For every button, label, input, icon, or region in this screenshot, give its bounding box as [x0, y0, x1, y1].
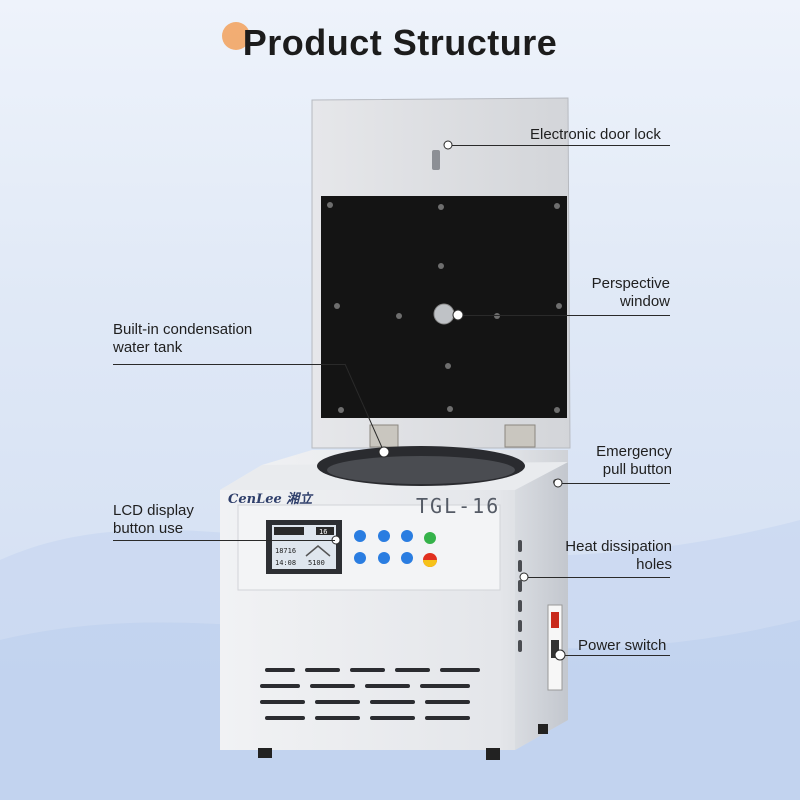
- label-emergency-line2: pull button: [602, 461, 672, 478]
- leader-window: [456, 315, 670, 316]
- label-heat-line1: Heat dissipation: [565, 538, 672, 555]
- lid: [311, 97, 571, 449]
- label-heat: Heat dissipation holes: [540, 538, 672, 574]
- lcd-speed: 16: [319, 528, 328, 536]
- leader-lcd: [113, 540, 335, 541]
- leader-door-lock: [448, 145, 670, 146]
- lcd-time: 14:08: [275, 559, 297, 567]
- label-lcd: LCD display button use: [113, 502, 194, 538]
- label-power: Power switch: [578, 637, 667, 654]
- label-lcd-line1: LCD display: [113, 502, 194, 519]
- label-emergency-line1: Emergency: [596, 443, 672, 460]
- label-heat-line2: holes: [636, 556, 672, 573]
- page-title: Product Structure: [242, 22, 558, 63]
- leader-heat: [524, 577, 670, 578]
- model-label: TGL-16: [416, 494, 501, 518]
- title-accent-dot: [222, 22, 250, 50]
- label-tank: Built-in condensation water tank: [113, 321, 252, 357]
- lcd-temp: 18716: [275, 547, 297, 555]
- body: [220, 446, 568, 760]
- leader-power: [560, 655, 670, 656]
- brand-logo: CenLee 湘立: [228, 492, 313, 507]
- label-door-lock: Electronic door lock: [530, 126, 661, 143]
- label-lcd-line2: button use: [113, 520, 184, 537]
- label-window: Perspective window: [560, 275, 670, 311]
- lcd-code: 5100: [308, 559, 325, 567]
- label-emergency: Emergency pull button: [560, 443, 672, 479]
- leader-emergency: [558, 483, 670, 484]
- label-tank-line2: water tank: [113, 339, 183, 356]
- label-window-line2: window: [619, 293, 670, 310]
- label-tank-line1: Built-in condensation: [113, 321, 253, 338]
- label-window-line1: Perspective: [591, 275, 670, 292]
- leader-tank: [113, 364, 345, 365]
